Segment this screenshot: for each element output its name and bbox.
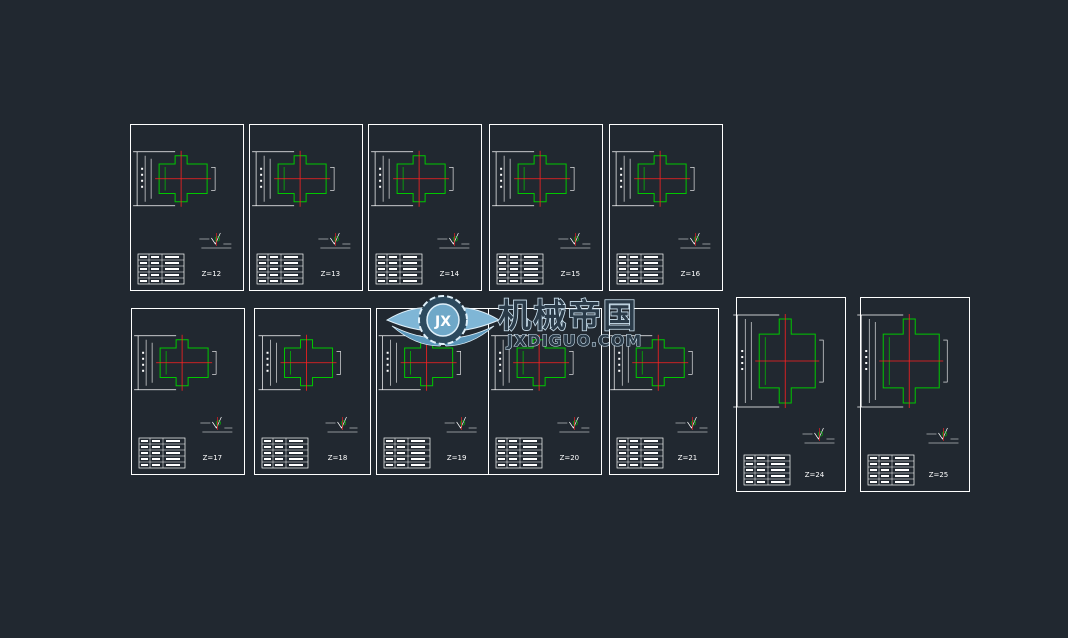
gear-part-drawing <box>134 334 217 391</box>
gear-part-drawing <box>492 150 575 207</box>
teeth-count-label: Z=18 <box>328 454 348 462</box>
drawing-sheet[interactable]: Z=20 <box>488 308 602 475</box>
roughness-symbol-icon <box>558 232 591 249</box>
watermark-title: 机械帝国 <box>498 296 638 335</box>
teeth-count-label: Z=21 <box>678 454 698 462</box>
title-block-table <box>743 454 791 486</box>
gear-part-drawing <box>371 150 454 207</box>
drawing-sheet[interactable]: Z=21 <box>609 308 719 475</box>
drawing-sheet[interactable]: Z=16 <box>609 124 723 291</box>
gear-part-drawing <box>610 334 693 391</box>
roughness-symbol-icon <box>926 427 959 444</box>
roughness-symbol-icon <box>325 416 358 433</box>
wing-emblem-icon: JX <box>385 295 501 347</box>
teeth-count-label: Z=13 <box>321 270 341 278</box>
title-block-table <box>495 437 543 469</box>
drawing-sheet[interactable]: Z=17 <box>131 308 245 475</box>
gear-part-drawing <box>252 150 335 207</box>
teeth-count-label: Z=17 <box>203 454 223 462</box>
drawing-sheet[interactable]: Z=24 <box>733 297 846 492</box>
title-block-table <box>496 253 544 285</box>
gear-part-drawing <box>612 150 695 207</box>
gear-part-drawing <box>733 314 824 409</box>
roughness-symbol-icon <box>318 232 351 249</box>
gear-part-drawing <box>133 150 216 207</box>
teeth-count-label: Z=12 <box>202 270 222 278</box>
teeth-count-label: Z=15 <box>561 270 581 278</box>
teeth-count-label: Z=14 <box>440 270 460 278</box>
drawing-sheet[interactable]: Z=15 <box>489 124 603 291</box>
drawing-sheet[interactable]: Z=12 <box>130 124 244 291</box>
roughness-symbol-icon <box>437 232 470 249</box>
title-block-table <box>256 253 304 285</box>
teeth-count-label: Z=25 <box>929 471 949 479</box>
title-block-table <box>383 437 431 469</box>
emblem-letters: JX <box>434 314 451 330</box>
watermark-logo: JX 机械帝国 JXDIGUO.COM <box>385 295 642 351</box>
drawing-sheet[interactable]: Z=14 <box>368 124 482 291</box>
drawing-sheet[interactable]: Z=25 <box>857 297 970 492</box>
teeth-count-label: Z=20 <box>560 454 580 462</box>
watermark-domain: JXDIGUO.COM <box>506 331 642 350</box>
title-block-table <box>261 437 309 469</box>
drawing-sheet[interactable]: Z=18 <box>254 308 371 475</box>
teeth-count-label: Z=24 <box>805 471 825 479</box>
title-block-table <box>867 454 915 486</box>
roughness-symbol-icon <box>200 416 233 433</box>
title-block-table <box>138 437 186 469</box>
title-block-table <box>137 253 185 285</box>
title-block-table <box>375 253 423 285</box>
gear-part-drawing <box>491 334 574 391</box>
teeth-count-label: Z=19 <box>447 454 467 462</box>
roughness-symbol-icon <box>802 427 835 444</box>
roughness-symbol-icon <box>444 416 477 433</box>
roughness-symbol-icon <box>199 232 232 249</box>
roughness-symbol-icon <box>675 416 708 433</box>
teeth-count-label: Z=16 <box>681 270 701 278</box>
gear-part-drawing <box>857 314 948 409</box>
drawing-sheet[interactable]: Z=13 <box>249 124 363 291</box>
title-block-table <box>616 253 664 285</box>
title-block-table <box>616 437 664 469</box>
roughness-symbol-icon <box>557 416 590 433</box>
gear-part-drawing <box>258 334 341 391</box>
roughness-symbol-icon <box>678 232 711 249</box>
